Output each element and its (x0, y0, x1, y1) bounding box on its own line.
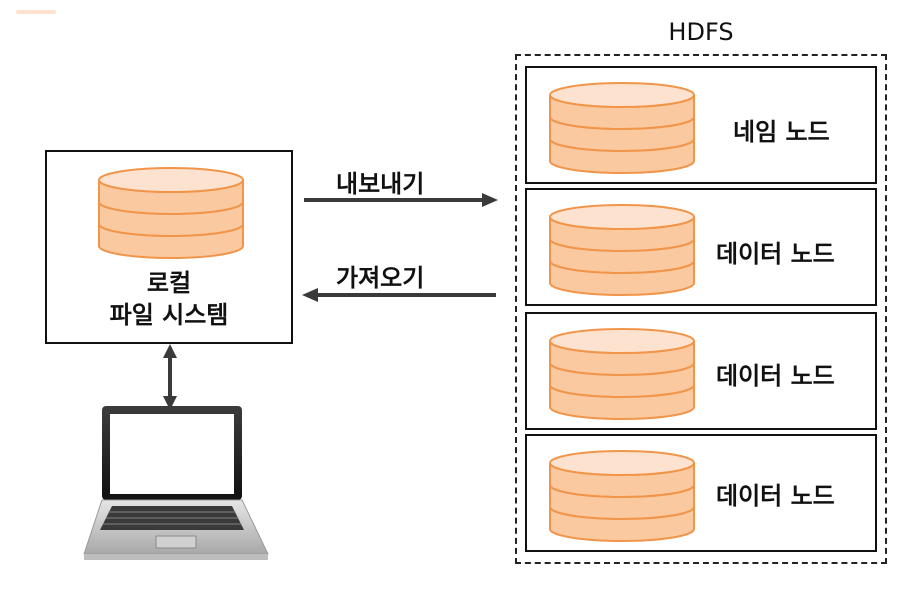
local-database-icon (98, 167, 244, 259)
local-label-line2: 파일 시스템 (109, 301, 229, 329)
name-node-label: 네임 노드 (733, 118, 830, 146)
laptop-icon (83, 406, 269, 560)
database-icon (549, 328, 695, 420)
top-accent-bar (16, 10, 56, 14)
data-node-label: 데이터 노드 (716, 240, 835, 268)
database-icon (549, 450, 695, 542)
bidirectional-arrow (163, 344, 177, 410)
database-icon (549, 204, 695, 296)
data-node-label: 데이터 노드 (716, 482, 835, 510)
import-arrow (302, 288, 496, 302)
export-label: 내보내기 (336, 170, 425, 198)
data-node-label: 데이터 노드 (716, 362, 835, 390)
export-arrow (304, 193, 498, 207)
hdfs-cluster-frame (515, 54, 887, 564)
import-label: 가져오기 (336, 264, 425, 292)
local-label-line1: 로컬 (146, 269, 192, 297)
database-icon (549, 82, 695, 174)
hdfs-title: HDFS (668, 18, 734, 46)
